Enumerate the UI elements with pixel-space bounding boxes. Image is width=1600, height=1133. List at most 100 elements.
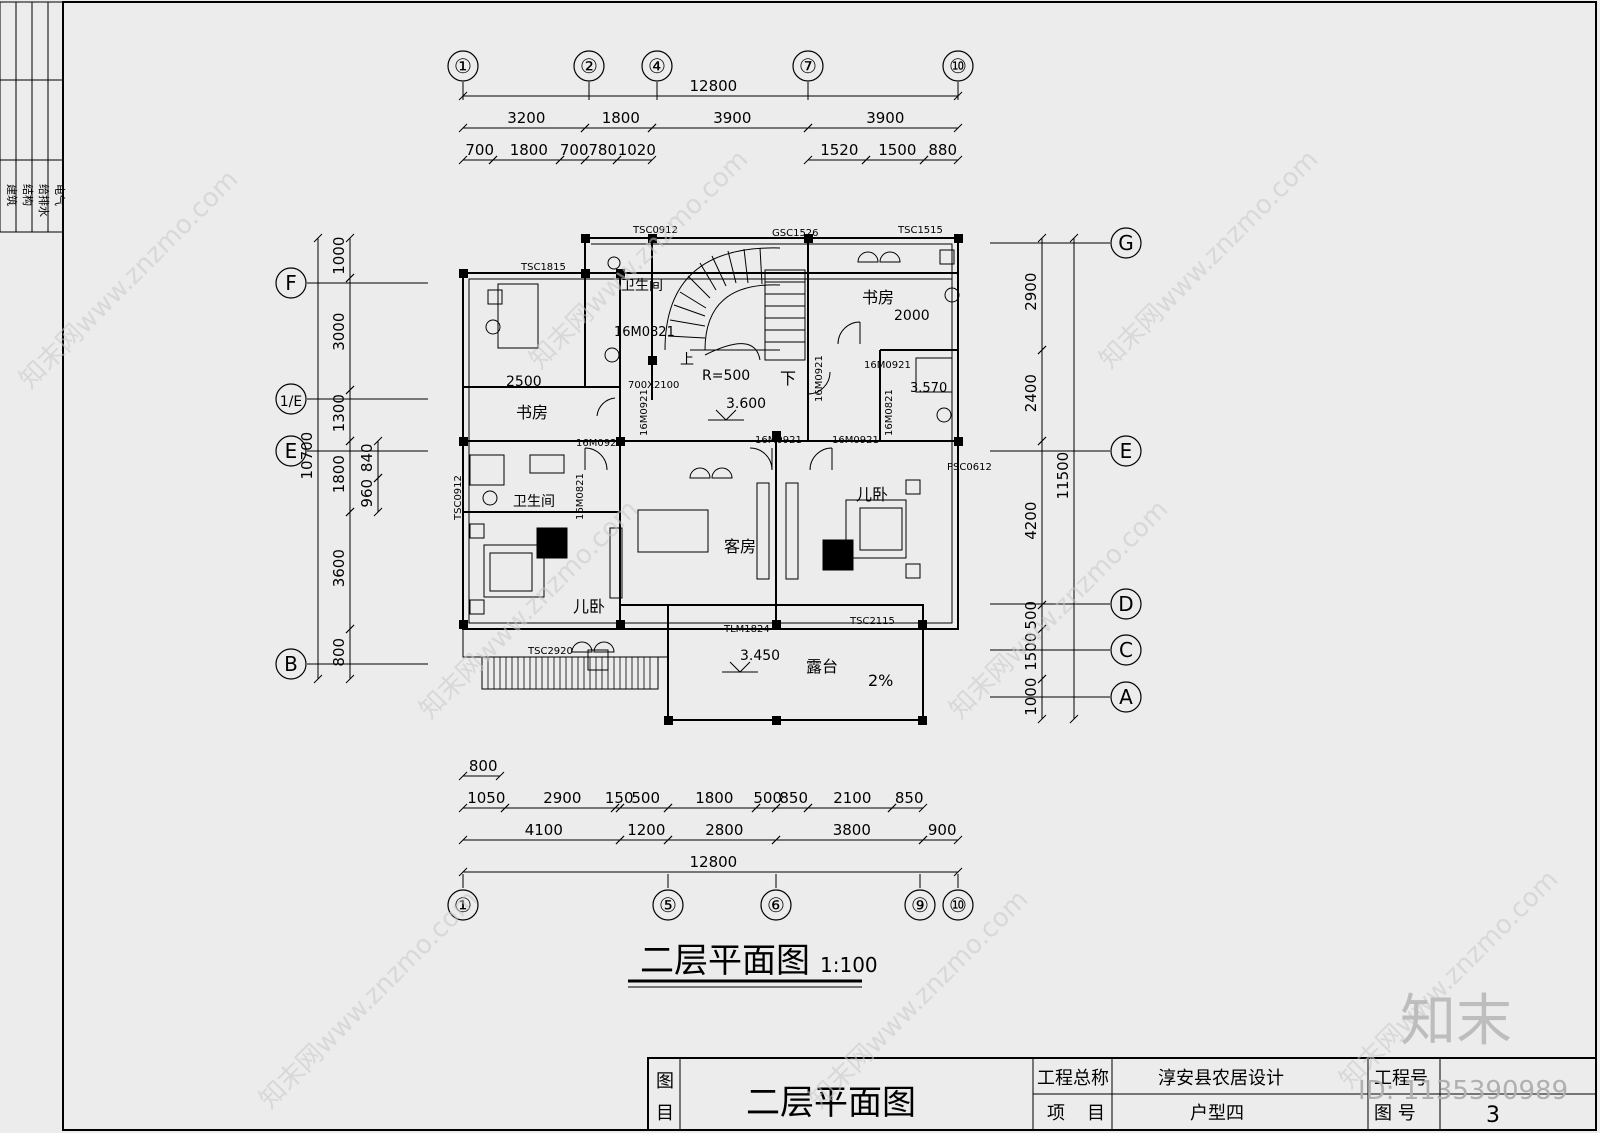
dim-left-row-tick (345, 273, 355, 283)
dim-bottom-row2: 850 (895, 789, 924, 807)
dim-bottom-row3: 2800 (705, 821, 743, 839)
dim-bottom-row3: 1200 (627, 821, 665, 839)
label-tlm1824: TLM1824 (723, 624, 770, 635)
dim-bottom-row2-tick (615, 803, 625, 813)
dim-bottom-total-tick (953, 867, 963, 877)
title-block-drawing-name: 二层平面图 (746, 1083, 916, 1123)
axis-bottom-bubble-label: ⑤ (659, 893, 677, 917)
label-r500: R=500 (702, 368, 750, 384)
dim-bottom-row3-tick (771, 835, 781, 845)
axis-left-bubble (275, 435, 307, 467)
dim-bottom-row2-tick (500, 803, 510, 813)
discipline-strip: 建筑结构给排水电气 (0, 1, 67, 233)
walls (462, 237, 959, 721)
watermark-site-7: 知末网www.znzmo.com (804, 884, 1035, 1115)
dim-right-row-tick (1037, 624, 1047, 634)
dim-right-row-tick (1037, 345, 1047, 355)
dim-top-row3: 1500 (878, 141, 916, 159)
dim-top-row3-tick (488, 155, 498, 165)
axis-left-bubble-label: F (285, 271, 297, 295)
axis-top-bubble (447, 50, 479, 82)
dim-left-row-tick (345, 436, 355, 446)
dim-top-row3-tick (803, 155, 813, 165)
dim-top-total: 12800 (690, 77, 738, 95)
axis-right-bubble-label: E (1120, 439, 1133, 463)
dim-bottom-row3: 4100 (525, 821, 563, 839)
label-16m0921-b: 16M0921 (755, 435, 802, 446)
discipline-label: 电气 (53, 184, 67, 206)
title-block-mu: 目 (656, 1103, 674, 1124)
label-16m0821-a: 16M0821 (614, 325, 675, 340)
dim-bottom-row3: 3800 (833, 821, 871, 839)
dim-right-total-tick (1069, 233, 1079, 243)
axis-top-bubble-label: ① (454, 54, 472, 78)
dim-left-total-tick (313, 233, 323, 243)
room-bath-1: 卫生间 (621, 278, 663, 294)
axis-left-bubble-label: B (284, 652, 298, 676)
dim-bottom-row2-tick (918, 803, 928, 813)
dim-right-total-tick (1069, 714, 1079, 724)
dim-bottom-row3-tick (458, 835, 468, 845)
watermark-site-8: 知末网www.znzmo.com (1334, 864, 1565, 1095)
dim-bottom-row2-tick (803, 803, 813, 813)
axis-bottom-bubble (942, 889, 974, 921)
dim-top-row2: 3900 (713, 109, 751, 127)
drawing-scale: 1:100 (820, 953, 878, 977)
label-tsc0912-left: TSC0912 (453, 475, 464, 521)
dim-right-row-tick (1037, 600, 1047, 610)
dim-top-row3: 1020 (618, 141, 656, 159)
label-dim-2000: 2000 (894, 308, 930, 324)
axis-left-bubble-label: 1/E (280, 394, 302, 410)
dim-left-row: 800 (330, 638, 348, 667)
label-gsc1526: GSC1526 (772, 228, 819, 239)
dim-left-inner-tick (373, 436, 383, 446)
watermark-id: ID: 1135390989 (1358, 1076, 1568, 1106)
dim-bottom-row2-tick (663, 803, 673, 813)
title-block-item-label-1: 项 (1047, 1103, 1065, 1124)
label-elev-345: 3.450 (740, 648, 780, 664)
axis-bottom-bubble (447, 889, 479, 921)
axis-right-bubble (1110, 227, 1142, 259)
label-tsc1515: TSC1515 (897, 225, 943, 236)
dim-right-row: 500 (1022, 601, 1040, 630)
axis-left-bubble (275, 267, 307, 299)
label-700x2100: 700X2100 (628, 380, 679, 391)
dim-top-row3-tick (580, 155, 590, 165)
axis-right-bubble (1110, 588, 1142, 620)
dim-bottom-row2-tick (771, 803, 781, 813)
bed-guest (637, 509, 709, 553)
title-block-project-no-label: 工程号 (1374, 1068, 1428, 1089)
staircase (664, 247, 806, 361)
fixtures (469, 249, 960, 671)
discipline-label: 给排水 (37, 184, 51, 217)
axis-top-bubble-label: ⑦ (799, 54, 817, 78)
label-up: 上 (680, 352, 694, 368)
dim-bottom-row2: 2100 (833, 789, 871, 807)
dim-top-row2: 3900 (866, 109, 904, 127)
drawing-title: 二层平面图 (640, 941, 810, 981)
dim-bottom-row2-tick (887, 803, 897, 813)
axis-right-bubble (1110, 681, 1142, 713)
dim-left-total-tick (313, 674, 323, 684)
axis-bottom-bubble-label: ⑨ (911, 893, 929, 917)
room-bath-2: 卫生间 (513, 494, 555, 510)
axis-bottom-bubble-label: ⑥ (767, 893, 785, 917)
dim-left-row-tick (345, 507, 355, 517)
dim-bottom-row2: 1050 (467, 789, 505, 807)
dim-right-row: 2400 (1022, 374, 1040, 412)
title-block-project-value: 淳安县农居设计 (1158, 1068, 1284, 1089)
dim-right-row-tick (1037, 436, 1047, 446)
axis-right-bubble-label: G (1118, 231, 1134, 255)
dim-bottom-row2-tick (751, 803, 761, 813)
axis-left-bubble (275, 383, 307, 415)
axis-bottom-bubble-label: ⑩ (949, 893, 967, 917)
axis-top-bubble (573, 50, 605, 82)
axis-top-bubble-label: ② (580, 54, 598, 78)
dim-left-row-tick (345, 624, 355, 634)
dim-bottom-row3-tick (663, 835, 673, 845)
label-16m0921-a: 16M0921 (576, 438, 623, 449)
dim-bottom-row3: 900 (928, 821, 957, 839)
dim-left-row-tick (345, 233, 355, 243)
title-block (647, 1057, 1597, 1131)
dim-left-row: 1000 (330, 237, 348, 275)
